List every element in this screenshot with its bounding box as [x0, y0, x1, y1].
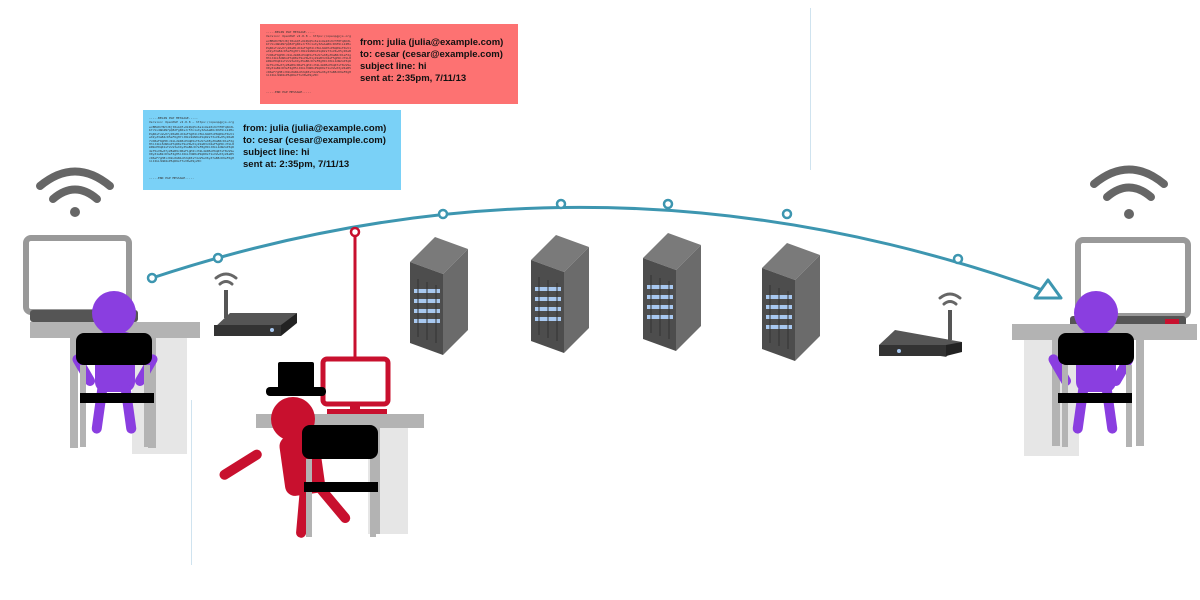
pgp-body: wcBMA0rHUtJKjt8sAQf+OkPpQ5v6s1nUe2Zx9rHf… [149, 126, 234, 164]
eavesdropper-monitor-icon [320, 356, 391, 415]
receiver-router-icon [879, 292, 962, 357]
server-icon [410, 237, 468, 355]
route-node [952, 253, 964, 265]
tap-node [349, 226, 361, 238]
sender-router-icon [214, 272, 297, 336]
eavesdropper-chair-icon [302, 425, 378, 537]
sender-chair-icon [76, 333, 154, 447]
guide-line [191, 400, 192, 565]
top-hat-icon [266, 362, 326, 396]
email-from: from: julia (julia@example.com) [243, 123, 387, 134]
email-metadata: from: julia (julia@example.com) to: cesa… [360, 37, 503, 85]
route-nodes [146, 198, 964, 284]
email-subject: subject line: hi [243, 147, 310, 158]
email-sent-at: sent at: 2:35pm, 7/11/13 [243, 159, 350, 170]
pgp-end: -----END PGP MESSAGE----- [149, 176, 195, 180]
email-from: from: julia (julia@example.com) [360, 37, 504, 48]
route-line [151, 205, 1049, 294]
pgp-version: Version: OpenPGP v2.0.8 — https://openpg… [266, 34, 351, 38]
server-icon [643, 233, 701, 351]
pgp-begin: -----BEGIN PGP MESSAGE----- [266, 30, 315, 34]
original-email-card: -----BEGIN PGP MESSAGE----- Version: Ope… [143, 110, 401, 190]
pgp-begin: -----BEGIN PGP MESSAGE----- [149, 116, 198, 120]
pgp-body: wcBMA0rHUtJKjt8sAQf+OkPpQ5v6s1nUe2Zx9rHf… [266, 40, 351, 78]
email-subject: subject line: hi [360, 61, 427, 72]
server-icon [762, 243, 820, 361]
pgp-end: -----END PGP MESSAGE----- [266, 90, 312, 94]
route-node [437, 208, 449, 220]
guide-line [810, 8, 811, 170]
receiver-wifi-icon [1090, 165, 1168, 219]
route-arrowhead [1033, 278, 1063, 300]
route-node [781, 208, 793, 220]
sender-wifi-icon [36, 167, 114, 217]
intercepted-email-card: -----BEGIN PGP MESSAGE----- Version: Ope… [260, 24, 518, 104]
email-to: to: cesar (cesar@example.com) [360, 49, 503, 60]
route-node [555, 198, 567, 210]
pgp-version: Version: OpenPGP v2.0.8 — https://openpg… [149, 120, 234, 124]
route-node [146, 272, 158, 284]
email-sent-at: sent at: 2:35pm, 7/11/13 [360, 73, 467, 84]
pgp-ciphertext: -----BEGIN PGP MESSAGE----- Version: Ope… [266, 30, 352, 100]
receiver-chair-icon [1058, 333, 1134, 447]
server-icon [531, 235, 589, 353]
route-node [212, 252, 224, 264]
pgp-ciphertext: -----BEGIN PGP MESSAGE----- Version: Ope… [149, 116, 235, 186]
email-to: to: cesar (cesar@example.com) [243, 135, 386, 146]
route-node [662, 198, 674, 210]
email-metadata: from: julia (julia@example.com) to: cesa… [243, 123, 386, 171]
